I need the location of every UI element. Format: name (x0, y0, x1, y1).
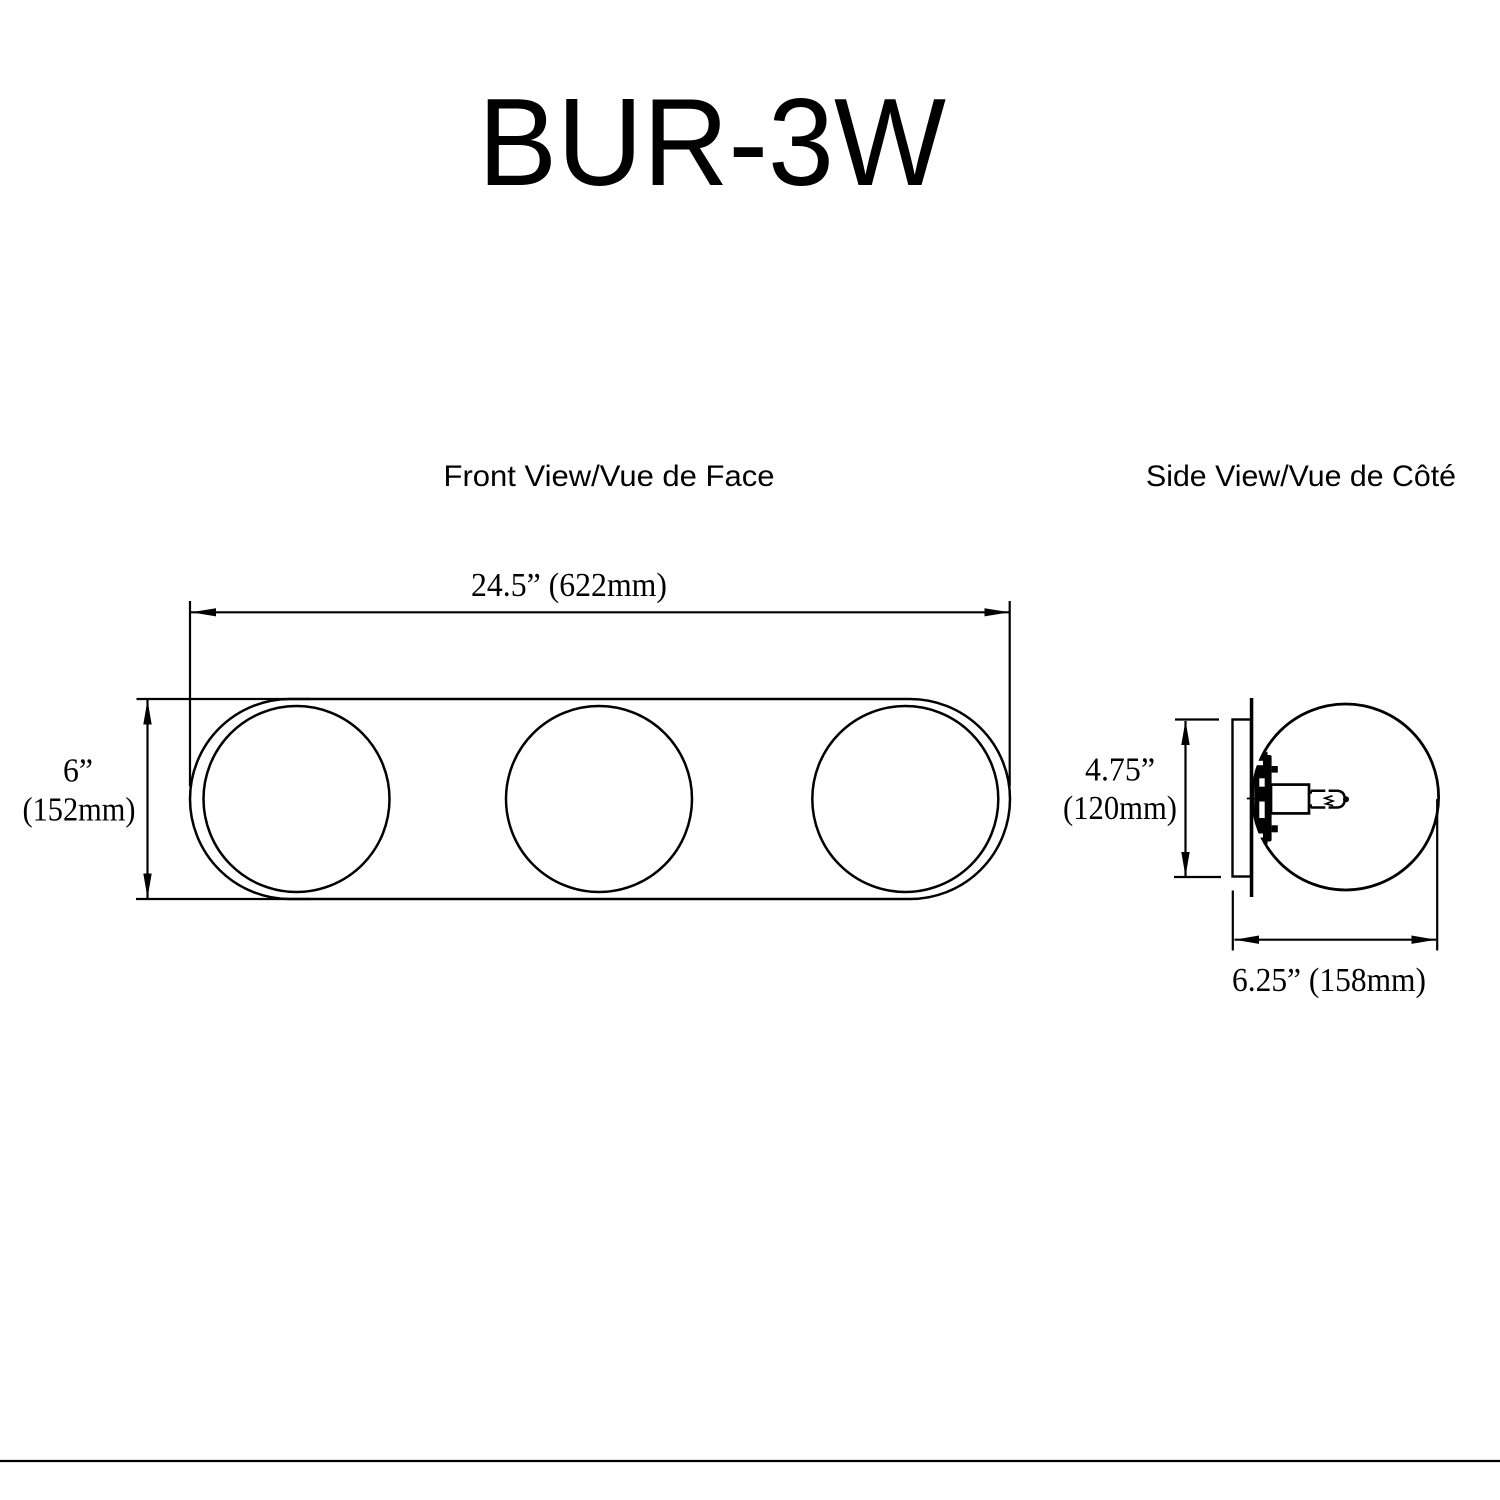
svg-text:Front View/Vue de Face: Front View/Vue de Face (444, 460, 775, 493)
svg-text:Side View/Vue de Côté: Side View/Vue de Côté (1146, 460, 1456, 493)
svg-text:6.25” (158mm): 6.25” (158mm) (1232, 962, 1426, 999)
svg-text:(152mm): (152mm) (23, 792, 136, 829)
svg-text:6”: 6” (63, 753, 93, 790)
svg-text:(120mm): (120mm) (1063, 790, 1177, 827)
svg-text:4.75”: 4.75” (1085, 752, 1155, 789)
svg-text:24.5” (622mm): 24.5” (622mm) (471, 567, 667, 604)
svg-text:BUR-3W: BUR-3W (478, 73, 946, 212)
